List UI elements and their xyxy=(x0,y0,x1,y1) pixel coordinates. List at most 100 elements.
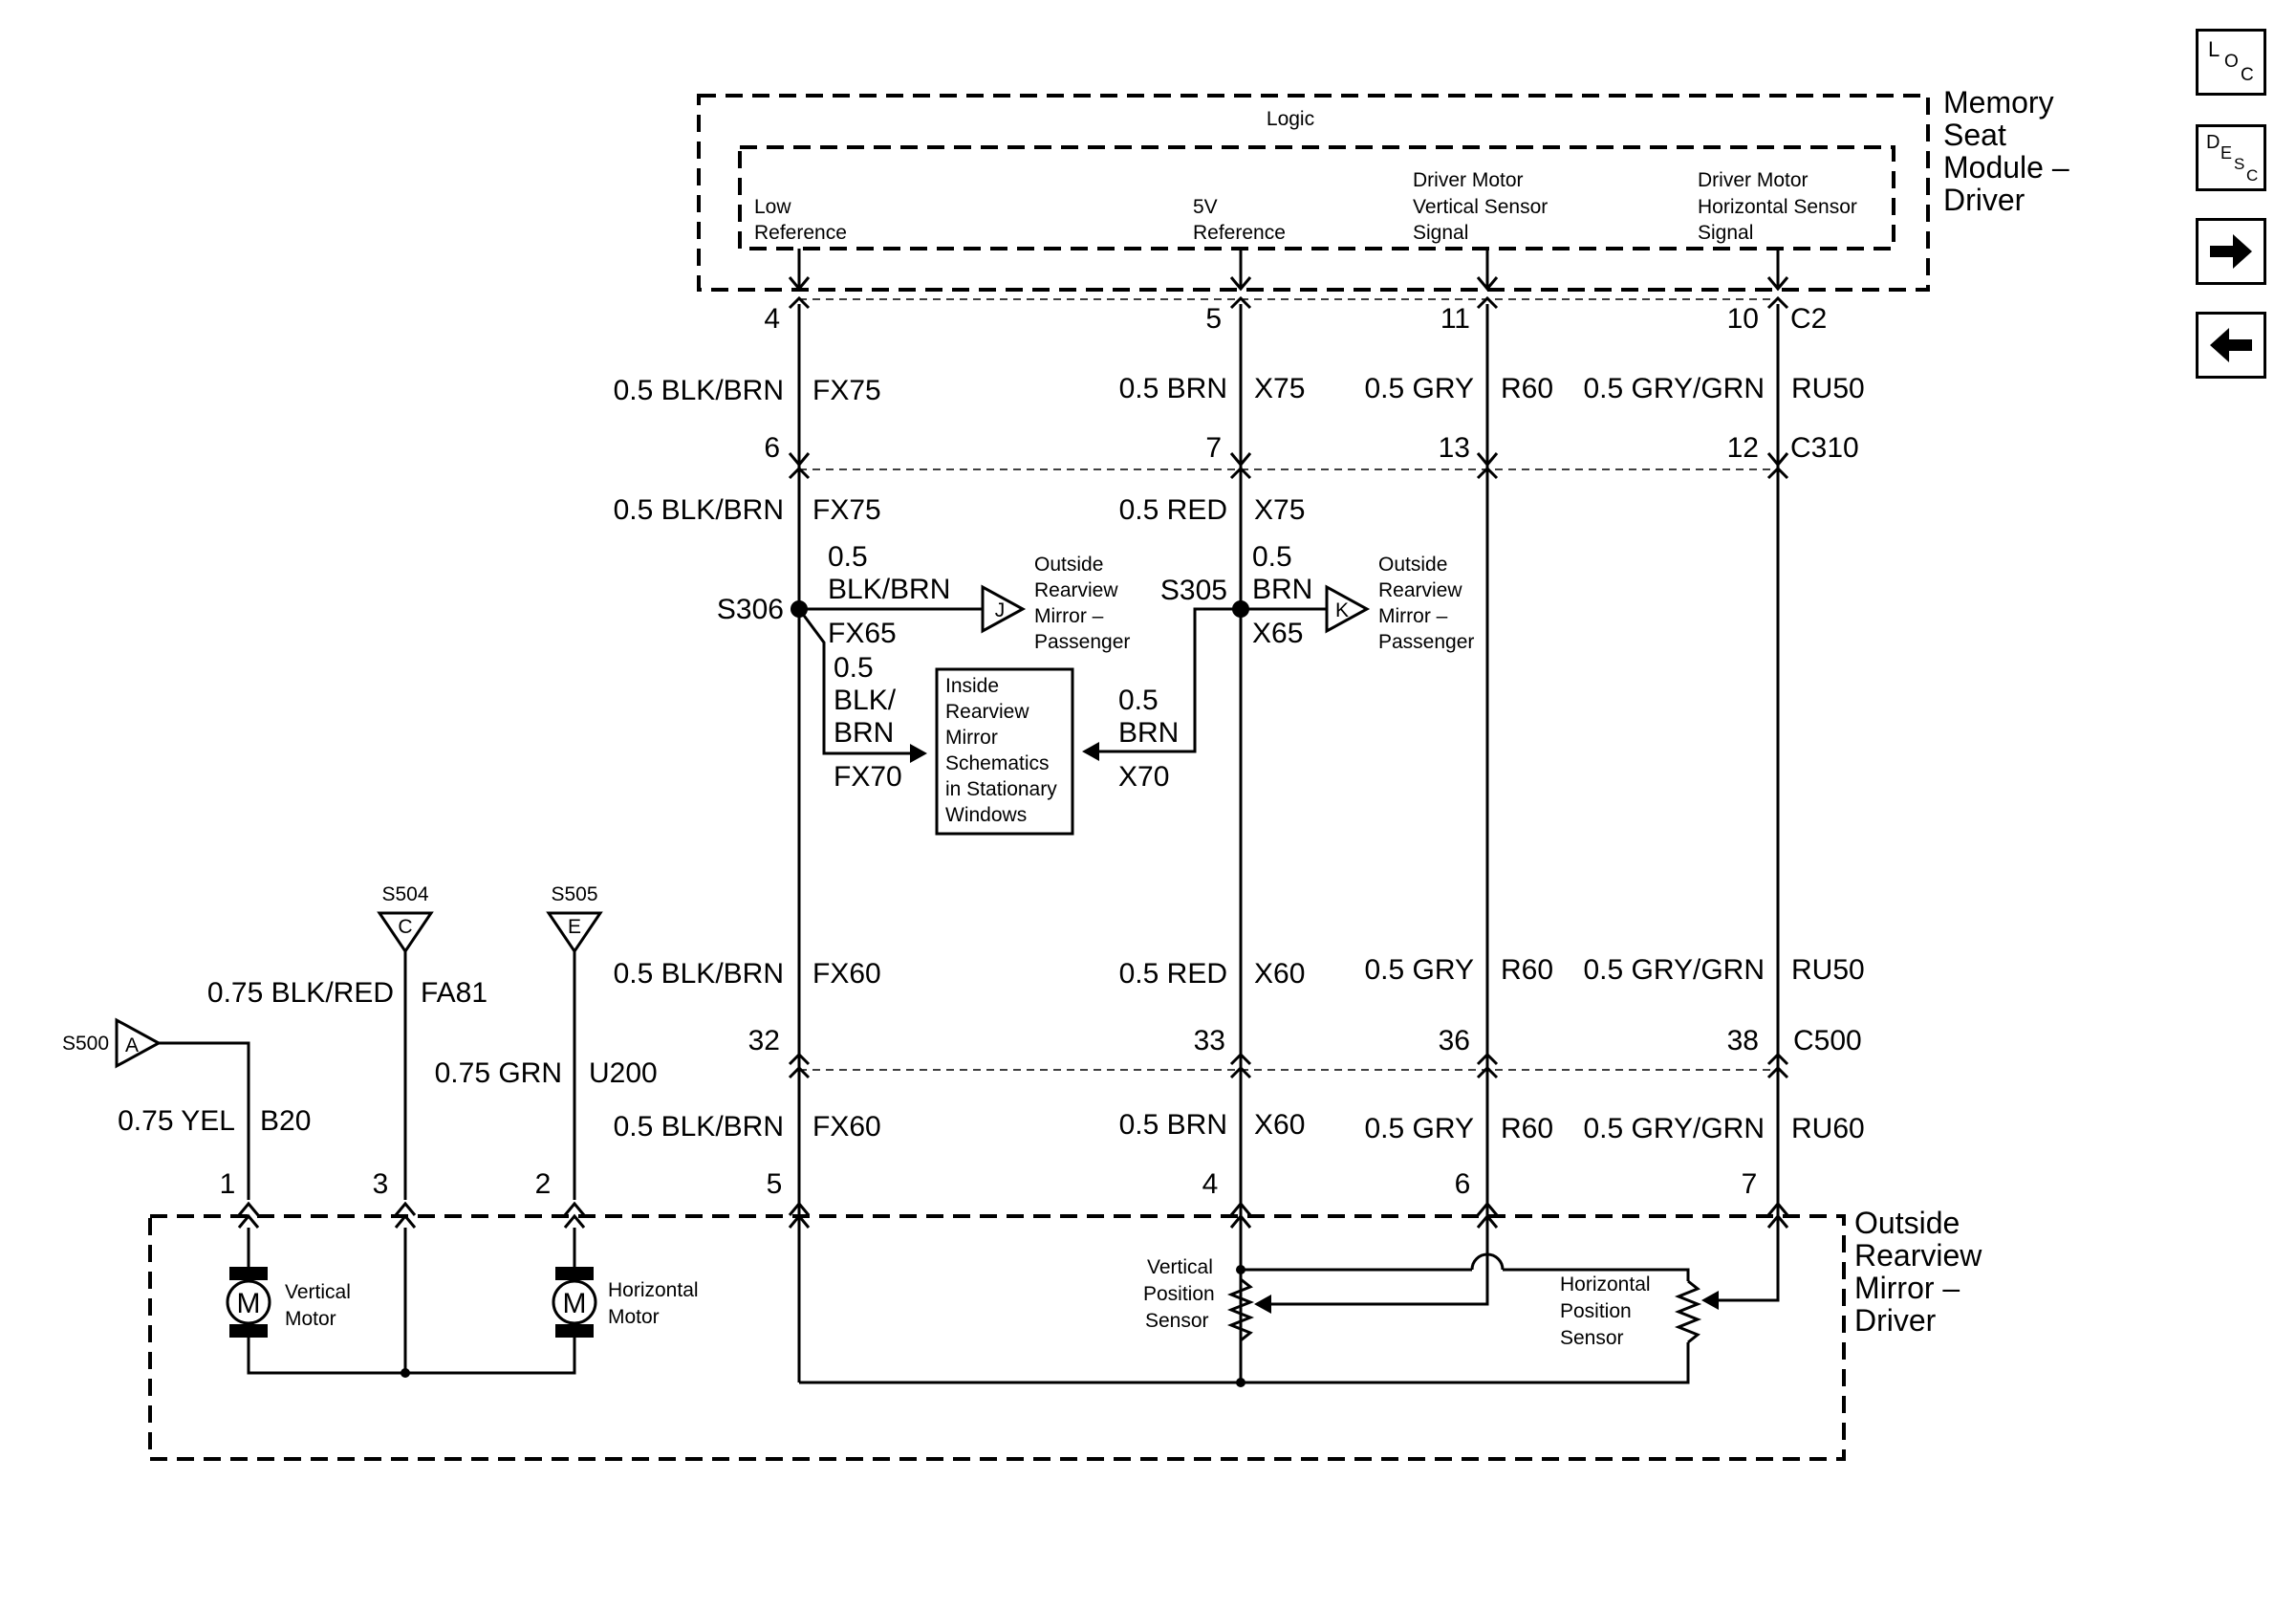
vertical-motor-label-2: Motor xyxy=(285,1308,336,1330)
horizontal-sensor-label-2: Position xyxy=(1560,1300,1632,1322)
x70-wire-size: 0.5 xyxy=(1118,685,1159,716)
module-name-4: Driver xyxy=(1943,183,2025,217)
outside-mirror-passenger-k-4: Passenger xyxy=(1378,631,1474,653)
wire-color: 0.5 GRY/GRN xyxy=(1583,1113,1765,1144)
fx70-wire-size: 0.5 xyxy=(834,652,874,684)
mirror-pin-7: 7 xyxy=(1742,1168,1758,1200)
x65-wire-color: BRN xyxy=(1252,574,1312,605)
tag-c: C xyxy=(398,916,412,938)
c310-pin-7: 7 xyxy=(1205,432,1222,464)
module-output-arrows xyxy=(788,249,1789,292)
circuit-number: X60 xyxy=(1254,1109,1305,1141)
wire-color: 0.5 RED xyxy=(1119,958,1227,990)
mirror-pin-3: 3 xyxy=(373,1168,389,1200)
tag-e: E xyxy=(568,916,581,938)
connector-c310: 6 7 13 12 C310 xyxy=(764,432,1859,480)
s500-label: S500 xyxy=(62,1033,109,1055)
circuit-number: RU50 xyxy=(1791,954,1865,986)
c500-pin-32: 32 xyxy=(748,1025,780,1056)
circuit-number: X75 xyxy=(1254,373,1305,404)
circuit-number: FX75 xyxy=(812,494,881,526)
c500-pin-36: 36 xyxy=(1439,1025,1470,1056)
loc-letter-o: O xyxy=(2224,52,2239,72)
mirror-name-3: Mirror – xyxy=(1854,1271,1960,1305)
mirror-name-4: Driver xyxy=(1854,1303,1937,1338)
fa81-circuit: FA81 xyxy=(421,977,487,1009)
prev-page-button[interactable] xyxy=(2196,312,2266,379)
splice-s306: S306 J 0.5 BLK/BRN FX65 Outside Rearview… xyxy=(717,541,1130,793)
fa81-wire-color: 0.75 BLK/RED xyxy=(207,977,394,1009)
next-page-button[interactable] xyxy=(2196,218,2266,285)
mirror-pin-2: 2 xyxy=(535,1168,552,1200)
horiz-sensor-signal-label-1: Driver Motor xyxy=(1698,169,1809,191)
right-arrow-icon xyxy=(2210,234,2252,269)
vertical-sensor-label-1: Vertical xyxy=(1147,1256,1213,1278)
fx70-wire-color-1: BLK/ xyxy=(834,685,897,716)
c2-pin-5: 5 xyxy=(1205,303,1222,335)
inside-box-line-4: Schematics xyxy=(945,752,1050,774)
vert-sensor-signal-label-2: Vertical Sensor xyxy=(1413,196,1548,218)
c500-name: C500 xyxy=(1793,1025,1862,1056)
circuit-number: RU50 xyxy=(1791,373,1865,404)
wire-color: 0.5 RED xyxy=(1119,494,1227,526)
c2-pin-11: 11 xyxy=(1440,303,1470,335)
circuit-number: R60 xyxy=(1501,1113,1553,1144)
mirror-pin-5: 5 xyxy=(767,1168,783,1200)
outside-mirror-passenger-k-3: Mirror – xyxy=(1378,605,1448,627)
desc-letter-c: C xyxy=(2246,166,2259,185)
inside-box-line-1: Inside xyxy=(945,675,999,697)
c2-pin-4: 4 xyxy=(764,303,780,335)
wire-labels-row-3: 0.5 BLK/BRN FX60 0.5 RED X60 0.5 GRY R60… xyxy=(614,954,1865,990)
s504-label: S504 xyxy=(381,883,428,905)
u200-wire-color: 0.75 GRN xyxy=(435,1057,562,1089)
b20-wire-color: 0.75 YEL xyxy=(118,1105,235,1137)
wire-color: 0.5 BRN xyxy=(1119,373,1227,404)
fx65-wire-size: 0.5 xyxy=(828,541,868,573)
wire-color: 0.5 GRY/GRN xyxy=(1583,954,1765,986)
loc-letter-c: C xyxy=(2241,65,2254,85)
vertical-sensor-label-2: Position xyxy=(1143,1283,1215,1305)
s305-label: S305 xyxy=(1160,575,1227,606)
outside-mirror-passenger-j-2: Rearview xyxy=(1034,579,1118,601)
horiz-sensor-signal-label-2: Horizontal Sensor xyxy=(1698,196,1857,218)
vert-sensor-signal-label-1: Driver Motor xyxy=(1413,169,1524,191)
wire-color: 0.5 GRY xyxy=(1364,1113,1474,1144)
connector-c2: 4 5 11 10 C2 xyxy=(764,295,1827,335)
c310-name: C310 xyxy=(1790,432,1859,464)
module-name-3: Module – xyxy=(1943,150,2069,185)
mirror-name-1: Outside xyxy=(1854,1206,1960,1240)
x65-circuit: X65 xyxy=(1252,618,1303,649)
tag-k: K xyxy=(1335,599,1349,621)
mirror-pin-4: 4 xyxy=(1202,1168,1219,1200)
circuit-number: R60 xyxy=(1501,954,1553,986)
horizontal-motor-icon: M xyxy=(563,1288,587,1319)
5v-reference-label-1: 5V xyxy=(1193,196,1218,218)
wire-color: 0.5 GRY xyxy=(1364,373,1474,404)
inside-box-line-6: Windows xyxy=(945,804,1027,826)
module-name-2: Seat xyxy=(1943,118,2006,152)
circuit-number: R60 xyxy=(1501,373,1553,404)
5v-reference-label-2: Reference xyxy=(1193,222,1286,244)
vertical-motor-label-1: Vertical xyxy=(285,1281,351,1303)
circuit-number: FX60 xyxy=(812,1111,881,1143)
wire-color: 0.5 BLK/BRN xyxy=(614,375,784,406)
connector-c500: 32 33 36 38 C500 xyxy=(748,1025,1862,1079)
circuit-number: FX75 xyxy=(812,375,881,406)
circuit-number: FX60 xyxy=(812,958,881,990)
x65-wire-size: 0.5 xyxy=(1252,541,1292,573)
inside-mirror-reference-box: Inside Rearview Mirror Schematics in Sta… xyxy=(935,667,1074,836)
s306-label: S306 xyxy=(717,594,784,625)
tag-a: A xyxy=(125,1034,139,1056)
inside-box-line-2: Rearview xyxy=(945,701,1029,723)
desc-letter-s: S xyxy=(2234,155,2245,173)
module-name-1: Memory xyxy=(1943,85,2054,120)
logic-label: Logic xyxy=(1267,108,1314,130)
loc-button[interactable]: L O C xyxy=(2196,29,2266,96)
fx65-circuit: FX65 xyxy=(828,618,897,649)
desc-button[interactable]: D E S C xyxy=(2196,124,2266,191)
vert-sensor-signal-label-3: Signal xyxy=(1413,222,1468,244)
fx70-circuit: FX70 xyxy=(834,761,902,793)
low-reference-label-1: Low xyxy=(754,196,791,218)
left-wires: C S504 E S505 A S500 0.75 BLK/RED FA81 0… xyxy=(62,883,658,1200)
